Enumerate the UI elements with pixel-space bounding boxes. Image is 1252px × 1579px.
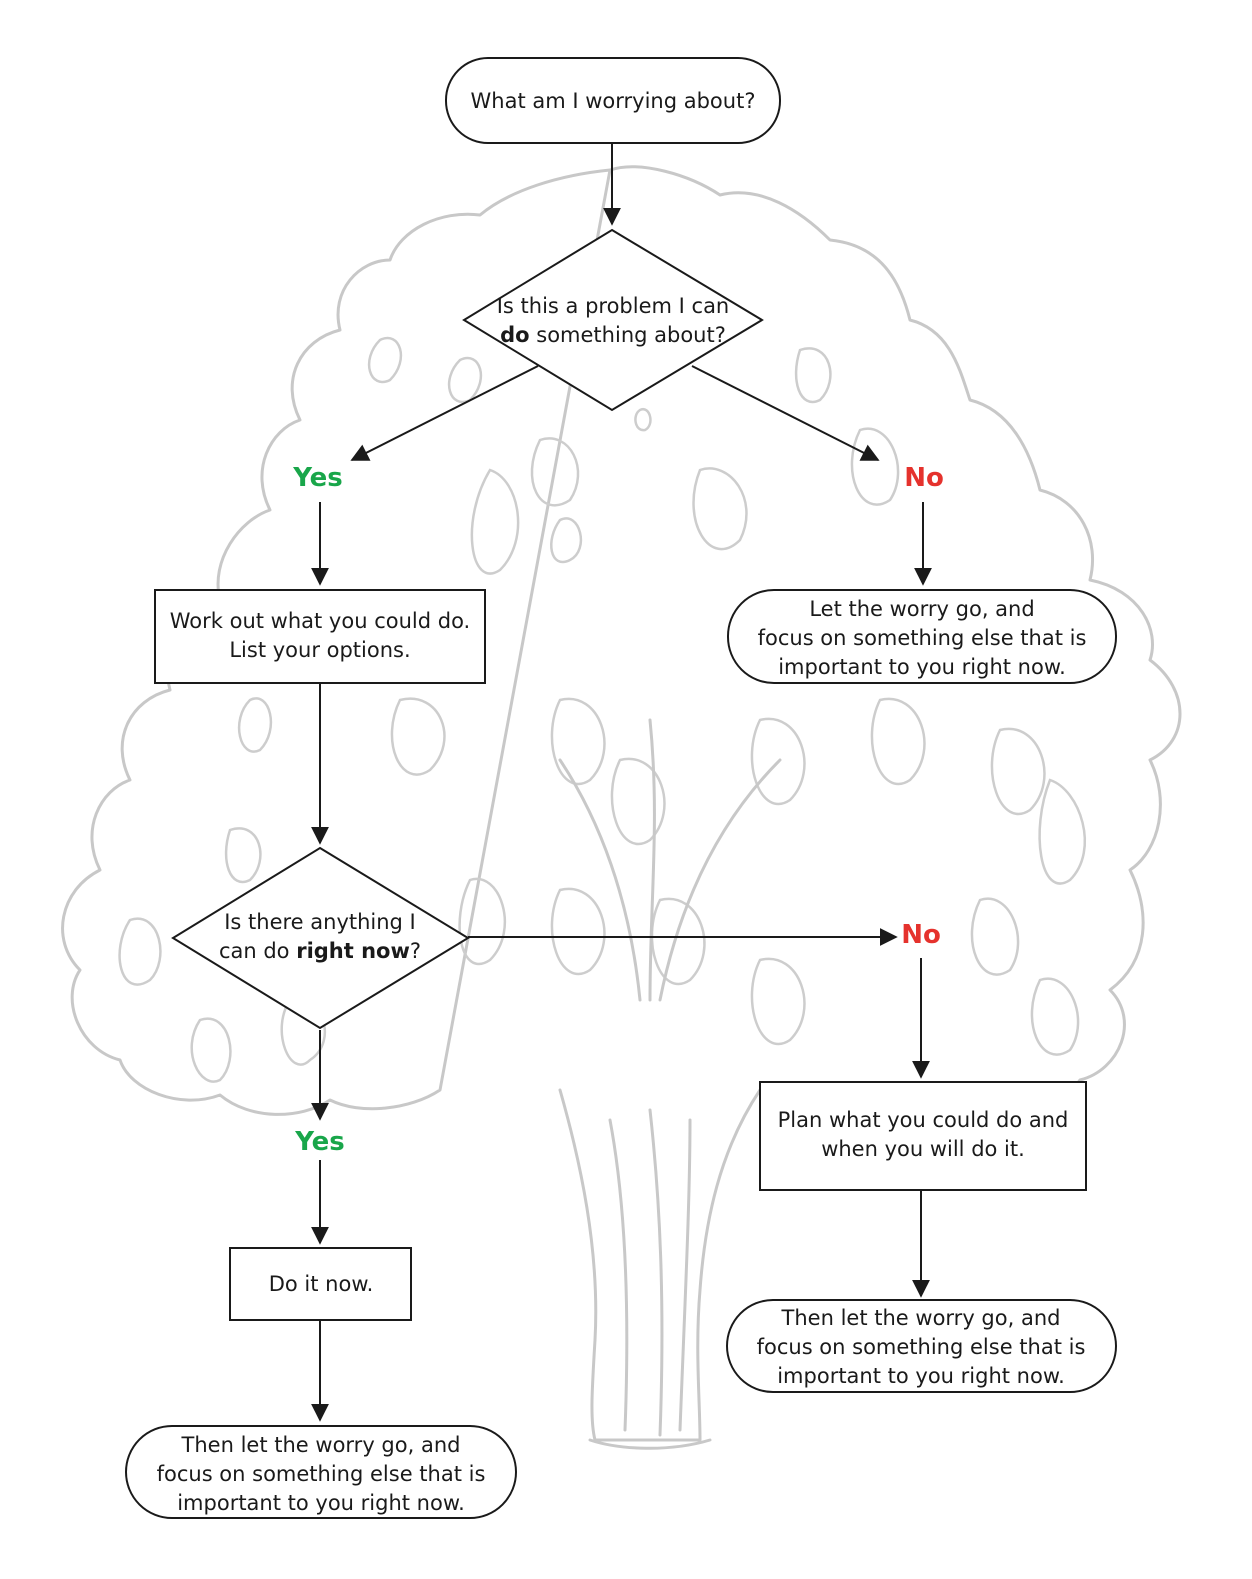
q1-line2-rest: something about?	[530, 323, 726, 347]
q1-bold-word: do	[500, 323, 529, 347]
work-out-options-node: Work out what you could do. List your op…	[154, 589, 486, 684]
do-now-label: Do it now.	[269, 1272, 374, 1296]
then-let-go-left-line1: Then let the worry go, and	[181, 1433, 461, 1457]
edge-q1-to-yes	[350, 365, 539, 461]
then-let-go-right-node: Then let the worry go, and focus on some…	[726, 1299, 1117, 1393]
q1-no-label: No	[904, 463, 944, 493]
q2-line1: Is there anything I	[224, 910, 416, 934]
let-go-line2: focus on something else that is	[758, 626, 1087, 650]
plan-line2: when you will do it.	[821, 1137, 1025, 1161]
tree-illustration-icon	[61, 165, 1182, 1450]
let-worry-go-node: Let the worry go, and focus on something…	[727, 589, 1117, 684]
q2-line2-post: ?	[410, 939, 421, 963]
start-node: What am I worrying about?	[445, 57, 781, 144]
q1-line2: do something about?	[500, 323, 726, 347]
then-let-go-left-line2: focus on something else that is	[157, 1462, 486, 1486]
then-let-go-left-line3: important to you right now.	[177, 1491, 465, 1515]
q2-no-label: No	[901, 920, 941, 950]
then-let-go-left-node: Then let the worry go, and focus on some…	[125, 1425, 517, 1519]
then-let-go-right-line3: important to you right now.	[777, 1364, 1065, 1388]
start-label: What am I worrying about?	[471, 89, 756, 113]
do-it-now-node: Do it now.	[229, 1247, 412, 1321]
decision-right-now: Is there anything I can do right now?	[171, 846, 470, 1030]
work-out-line1: Work out what you could do.	[170, 609, 470, 633]
plan-node: Plan what you could do and when you will…	[759, 1081, 1087, 1191]
then-let-go-right-line2: focus on something else that is	[757, 1335, 1086, 1359]
then-let-go-right-line1: Then let the worry go, and	[781, 1306, 1061, 1330]
work-out-line2: List your options.	[229, 638, 410, 662]
plan-line1: Plan what you could do and	[778, 1108, 1069, 1132]
let-go-line3: important to you right now.	[778, 655, 1066, 679]
q2-yes-label: Yes	[294, 1127, 345, 1157]
q2-line2-pre: can do	[219, 939, 296, 963]
q2-bold-words: right now	[296, 939, 410, 963]
edge-q1-to-no	[691, 365, 880, 461]
q2-line2: can do right now?	[219, 939, 421, 963]
connectors	[311, 143, 932, 1422]
q1-line1: Is this a problem I can	[497, 294, 730, 318]
let-go-line1: Let the worry go, and	[809, 597, 1034, 621]
decision-can-do-something: Is this a problem I can do something abo…	[462, 228, 764, 412]
q1-yes-label: Yes	[292, 463, 343, 493]
